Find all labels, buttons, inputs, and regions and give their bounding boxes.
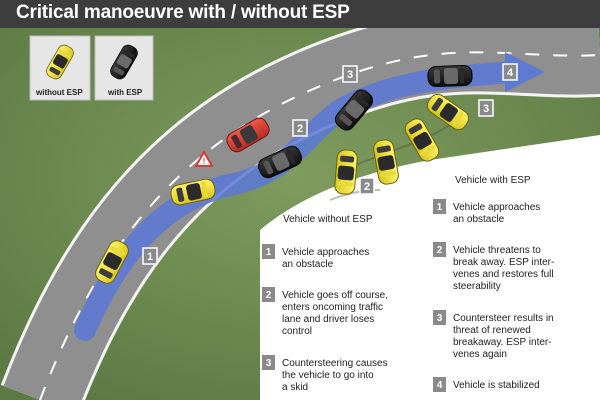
- step-number: 4: [437, 380, 443, 391]
- step-text-line: Vehicle approaches: [282, 247, 369, 258]
- road-marker-number: 2: [364, 181, 370, 193]
- step-number: 3: [266, 358, 272, 369]
- step-number: 2: [266, 290, 272, 301]
- step-text-line: Countersteer results in: [453, 313, 554, 324]
- without-esp-step-2: 2 Vehicle goes off course,enters oncoming…: [262, 287, 388, 337]
- step-text-line: the vehicle to go into: [282, 370, 374, 381]
- title-bar: Critical manoeuvre with / without ESP: [0, 0, 600, 28]
- road-marker-number: 3: [347, 69, 353, 81]
- road-marker-number: 2: [297, 123, 303, 135]
- road-marker-6: 3: [478, 99, 494, 117]
- legend-without-esp: without ESP: [29, 35, 91, 101]
- car-yellow-skid-1: [333, 148, 359, 196]
- road-marker-2: 2: [292, 119, 308, 137]
- skid-marks: [339, 121, 456, 171]
- warning-triangle-icon: !: [194, 149, 214, 167]
- step-number: 1: [437, 202, 443, 213]
- without-esp-heading: Vehicle without ESP: [283, 214, 373, 225]
- road-marker-1: 1: [142, 247, 158, 265]
- road-marker-3: 3: [342, 65, 358, 83]
- legend-with-label: with ESP: [107, 88, 143, 97]
- step-text-line: threat of renewed: [453, 325, 531, 336]
- legend-without-label: without ESP: [35, 88, 83, 97]
- step-text-line: steerability: [453, 281, 501, 292]
- step-text-line: an obstacle: [453, 214, 505, 225]
- road-marker-5: 2: [359, 177, 375, 195]
- step-number: 1: [266, 247, 272, 258]
- step-text-line: an obstacle: [282, 259, 334, 270]
- step-text-line: a skid: [282, 382, 308, 393]
- step-text-line: venes and restores full: [453, 269, 554, 280]
- road-marker-number: 3: [483, 103, 489, 115]
- with-esp-heading: Vehicle with ESP: [455, 175, 531, 186]
- road-marker-4: 4: [502, 63, 518, 81]
- step-text-line: Vehicle threatens to: [453, 245, 541, 256]
- diagram-title: Critical manoeuvre with / without ESP: [16, 2, 350, 23]
- skid-marks-2: [329, 189, 381, 201]
- diagram-canvas: ! without ESP with ESP 1 2 3 4 2 3 Vehicle wi…: [0, 28, 600, 400]
- step-text-line: control: [282, 326, 312, 337]
- step-text-line: Vehicle is stabilized: [453, 380, 540, 391]
- step-text-line: venes again: [453, 349, 507, 360]
- step-number: 3: [437, 313, 443, 324]
- svg-text:!: !: [203, 157, 206, 166]
- road-marker-number: 1: [147, 251, 153, 263]
- step-number: 2: [437, 245, 443, 256]
- car-black-4: [427, 64, 473, 88]
- text-panel: [260, 135, 600, 400]
- step-text-line: break away. ESP inter-: [453, 257, 554, 268]
- step-text-line: Vehicle goes off course,: [282, 290, 388, 301]
- path-arrowhead: [505, 52, 545, 92]
- legend-with-esp: with ESP: [94, 35, 154, 101]
- with-esp-step-4: 4 Vehicle is stabilized: [433, 377, 540, 392]
- road-marker-number: 4: [507, 67, 514, 79]
- step-text-line: Countersteering causes: [282, 358, 388, 369]
- step-text-line: lane and driver loses: [282, 314, 374, 325]
- step-text-line: breakaway. ESP inter-: [453, 337, 552, 348]
- step-text-line: Vehicle approaches: [453, 202, 540, 213]
- step-text-line: enters oncoming traffic: [282, 302, 383, 313]
